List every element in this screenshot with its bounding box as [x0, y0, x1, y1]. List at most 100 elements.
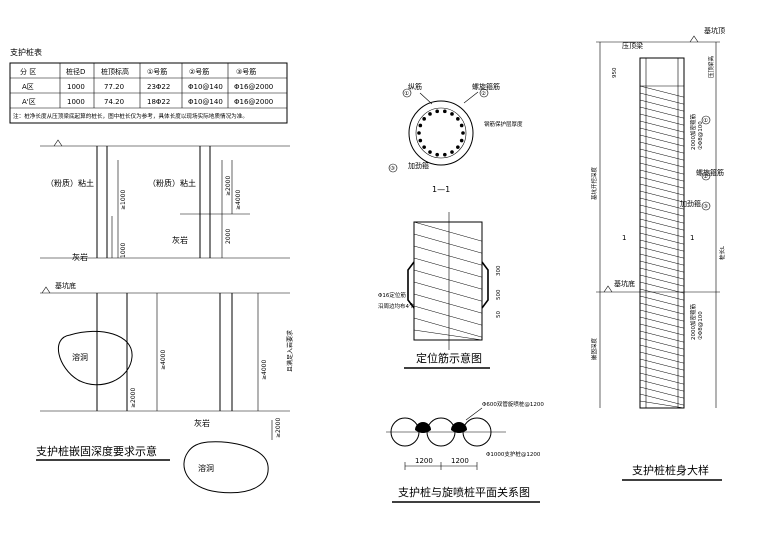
spiral-line [639, 92, 685, 105]
table-cell: 18Φ22 [147, 98, 170, 106]
spiral-line [639, 183, 685, 196]
spiral-line [413, 293, 483, 314]
limestone-label-3: 灰岩 [194, 418, 210, 428]
rebar-dot [443, 109, 447, 114]
rebar-dot [450, 150, 454, 154]
detail-spiral-label: 螺旋箍筋 [696, 168, 724, 177]
cut-mark-left: 1 [622, 234, 626, 242]
pit-top-label: 基坑顶 [704, 26, 725, 35]
spiral-line [639, 351, 685, 364]
spiral-line [639, 127, 685, 140]
spiral-line [639, 288, 685, 301]
spiral-line [639, 120, 685, 133]
limestone-label-2: 灰岩 [172, 235, 188, 245]
pile-length-label: 桩长L [718, 245, 726, 260]
detail-mark-3: ③ [703, 204, 708, 210]
detail-title: 支护桩桩身大样 [632, 463, 709, 477]
table-cell: Φ16@2000 [234, 83, 273, 91]
spiral-line [639, 400, 685, 409]
dim-label: ≥4000 [235, 190, 242, 210]
rebar-dot [450, 112, 454, 116]
spiral-hatch [413, 221, 483, 341]
detail-mark-1: ① [703, 118, 708, 124]
dim-950: 950 [612, 67, 618, 78]
embed-depth-label: 嵌固深度 [590, 337, 598, 360]
table-cell: Φ16@2000 [234, 98, 273, 106]
detail-pit-bottom-label: 基坑底 [614, 279, 635, 288]
spiral-line [639, 330, 685, 343]
karst-cave-1 [58, 330, 133, 386]
karst-cave-2 [183, 441, 269, 494]
table-cell: 23Φ22 [147, 83, 170, 91]
dense-top-label-2: ②Φ8@100 [697, 121, 704, 150]
spiral-line [639, 393, 685, 406]
table-cell: 1000 [67, 98, 85, 106]
spiral-line [639, 323, 685, 336]
spiral-line [639, 337, 685, 350]
spiral-line [639, 113, 685, 126]
dim-label: ≥1000 [120, 190, 127, 210]
spiral-line [639, 386, 685, 399]
spiral-line [639, 197, 685, 210]
table-header-top-elev: 桩顶标高 [101, 67, 129, 76]
spiral-line [639, 267, 685, 280]
locator-title: 定位筋示意图 [416, 351, 482, 365]
table-header-bar2: ②号筋 [189, 67, 209, 76]
table-cell: 74.20 [104, 98, 124, 106]
spiral-line [413, 329, 483, 341]
table-cell: 77.20 [104, 83, 124, 91]
locator-diagram: Φ16定位筋 沿周边均布4个 300 500 50 定位筋示意图 [378, 212, 502, 369]
karst-label-2: 溶洞 [198, 463, 214, 473]
dim-label: 50 [496, 311, 502, 318]
spiral-line [639, 148, 685, 161]
dim-label: 1200 [451, 457, 469, 465]
rebar-dot [422, 117, 426, 121]
jet-pile-label: Φ600双管旋喷桩@1200 [482, 400, 544, 408]
spiral-line [639, 344, 685, 357]
spiral-line [639, 295, 685, 308]
rebar-dots [417, 109, 465, 157]
table-title: 支护桩表 [10, 47, 42, 57]
dim-label: 300 [496, 265, 502, 276]
table-cell: Φ10@140 [188, 98, 223, 106]
dim-label: ≥2000 [225, 176, 232, 196]
table-cell: Φ10@140 [188, 83, 223, 91]
detail-mark-2: ② [703, 173, 708, 180]
stiffener-label: 加劲箍 [408, 161, 429, 170]
dim-label: ≥4000 [160, 350, 167, 370]
spiral-line [639, 134, 685, 147]
spiral-line [639, 218, 685, 231]
rebar-dot [456, 117, 460, 121]
rebar-dot [459, 123, 464, 128]
rebar-dot [435, 109, 439, 114]
spiral-line [639, 106, 685, 119]
spiral-line [639, 379, 685, 392]
dim-label: ≥2000 [130, 388, 137, 408]
spiral-line [639, 246, 685, 259]
table-cell: A'区 [22, 98, 36, 106]
spiral-line [413, 257, 483, 278]
dense-bottom-label-2: ②Φ8@100 [697, 311, 704, 340]
embed-diagram-top: （粉质）粘土 （粉质）粘土 灰岩 灰岩 ≥1000 1000 ≥2000 ≥40… [40, 139, 290, 262]
support-pile-label: Φ1000支护桩@1200 [486, 450, 541, 458]
mark-1: ① [404, 91, 409, 97]
locator-weld-label: 沿周边均布4个 [378, 302, 415, 310]
detail-stiffener-label: 加劲箍 [680, 199, 701, 208]
rebar-dot [456, 145, 460, 149]
spiral-label: 螺旋箍筋 [472, 82, 500, 91]
cap-beam-dim-label: 压顶梁高 [707, 55, 715, 78]
spiral-line [413, 281, 483, 302]
rebar-dot [422, 145, 426, 149]
rebar-dot [435, 152, 439, 157]
spiral-line [413, 269, 483, 290]
spiral-line [639, 316, 685, 329]
table-header-zone: 分 区 [20, 67, 36, 76]
mark-2: ② [481, 90, 486, 97]
spiral-line [413, 221, 483, 242]
rebar-dot [418, 123, 423, 128]
spiral-line [413, 245, 483, 266]
spiral-line [413, 317, 483, 338]
mark-3: ③ [390, 166, 395, 172]
table-cell: 1000 [67, 83, 85, 91]
limestone-label-1: 灰岩 [72, 252, 88, 262]
